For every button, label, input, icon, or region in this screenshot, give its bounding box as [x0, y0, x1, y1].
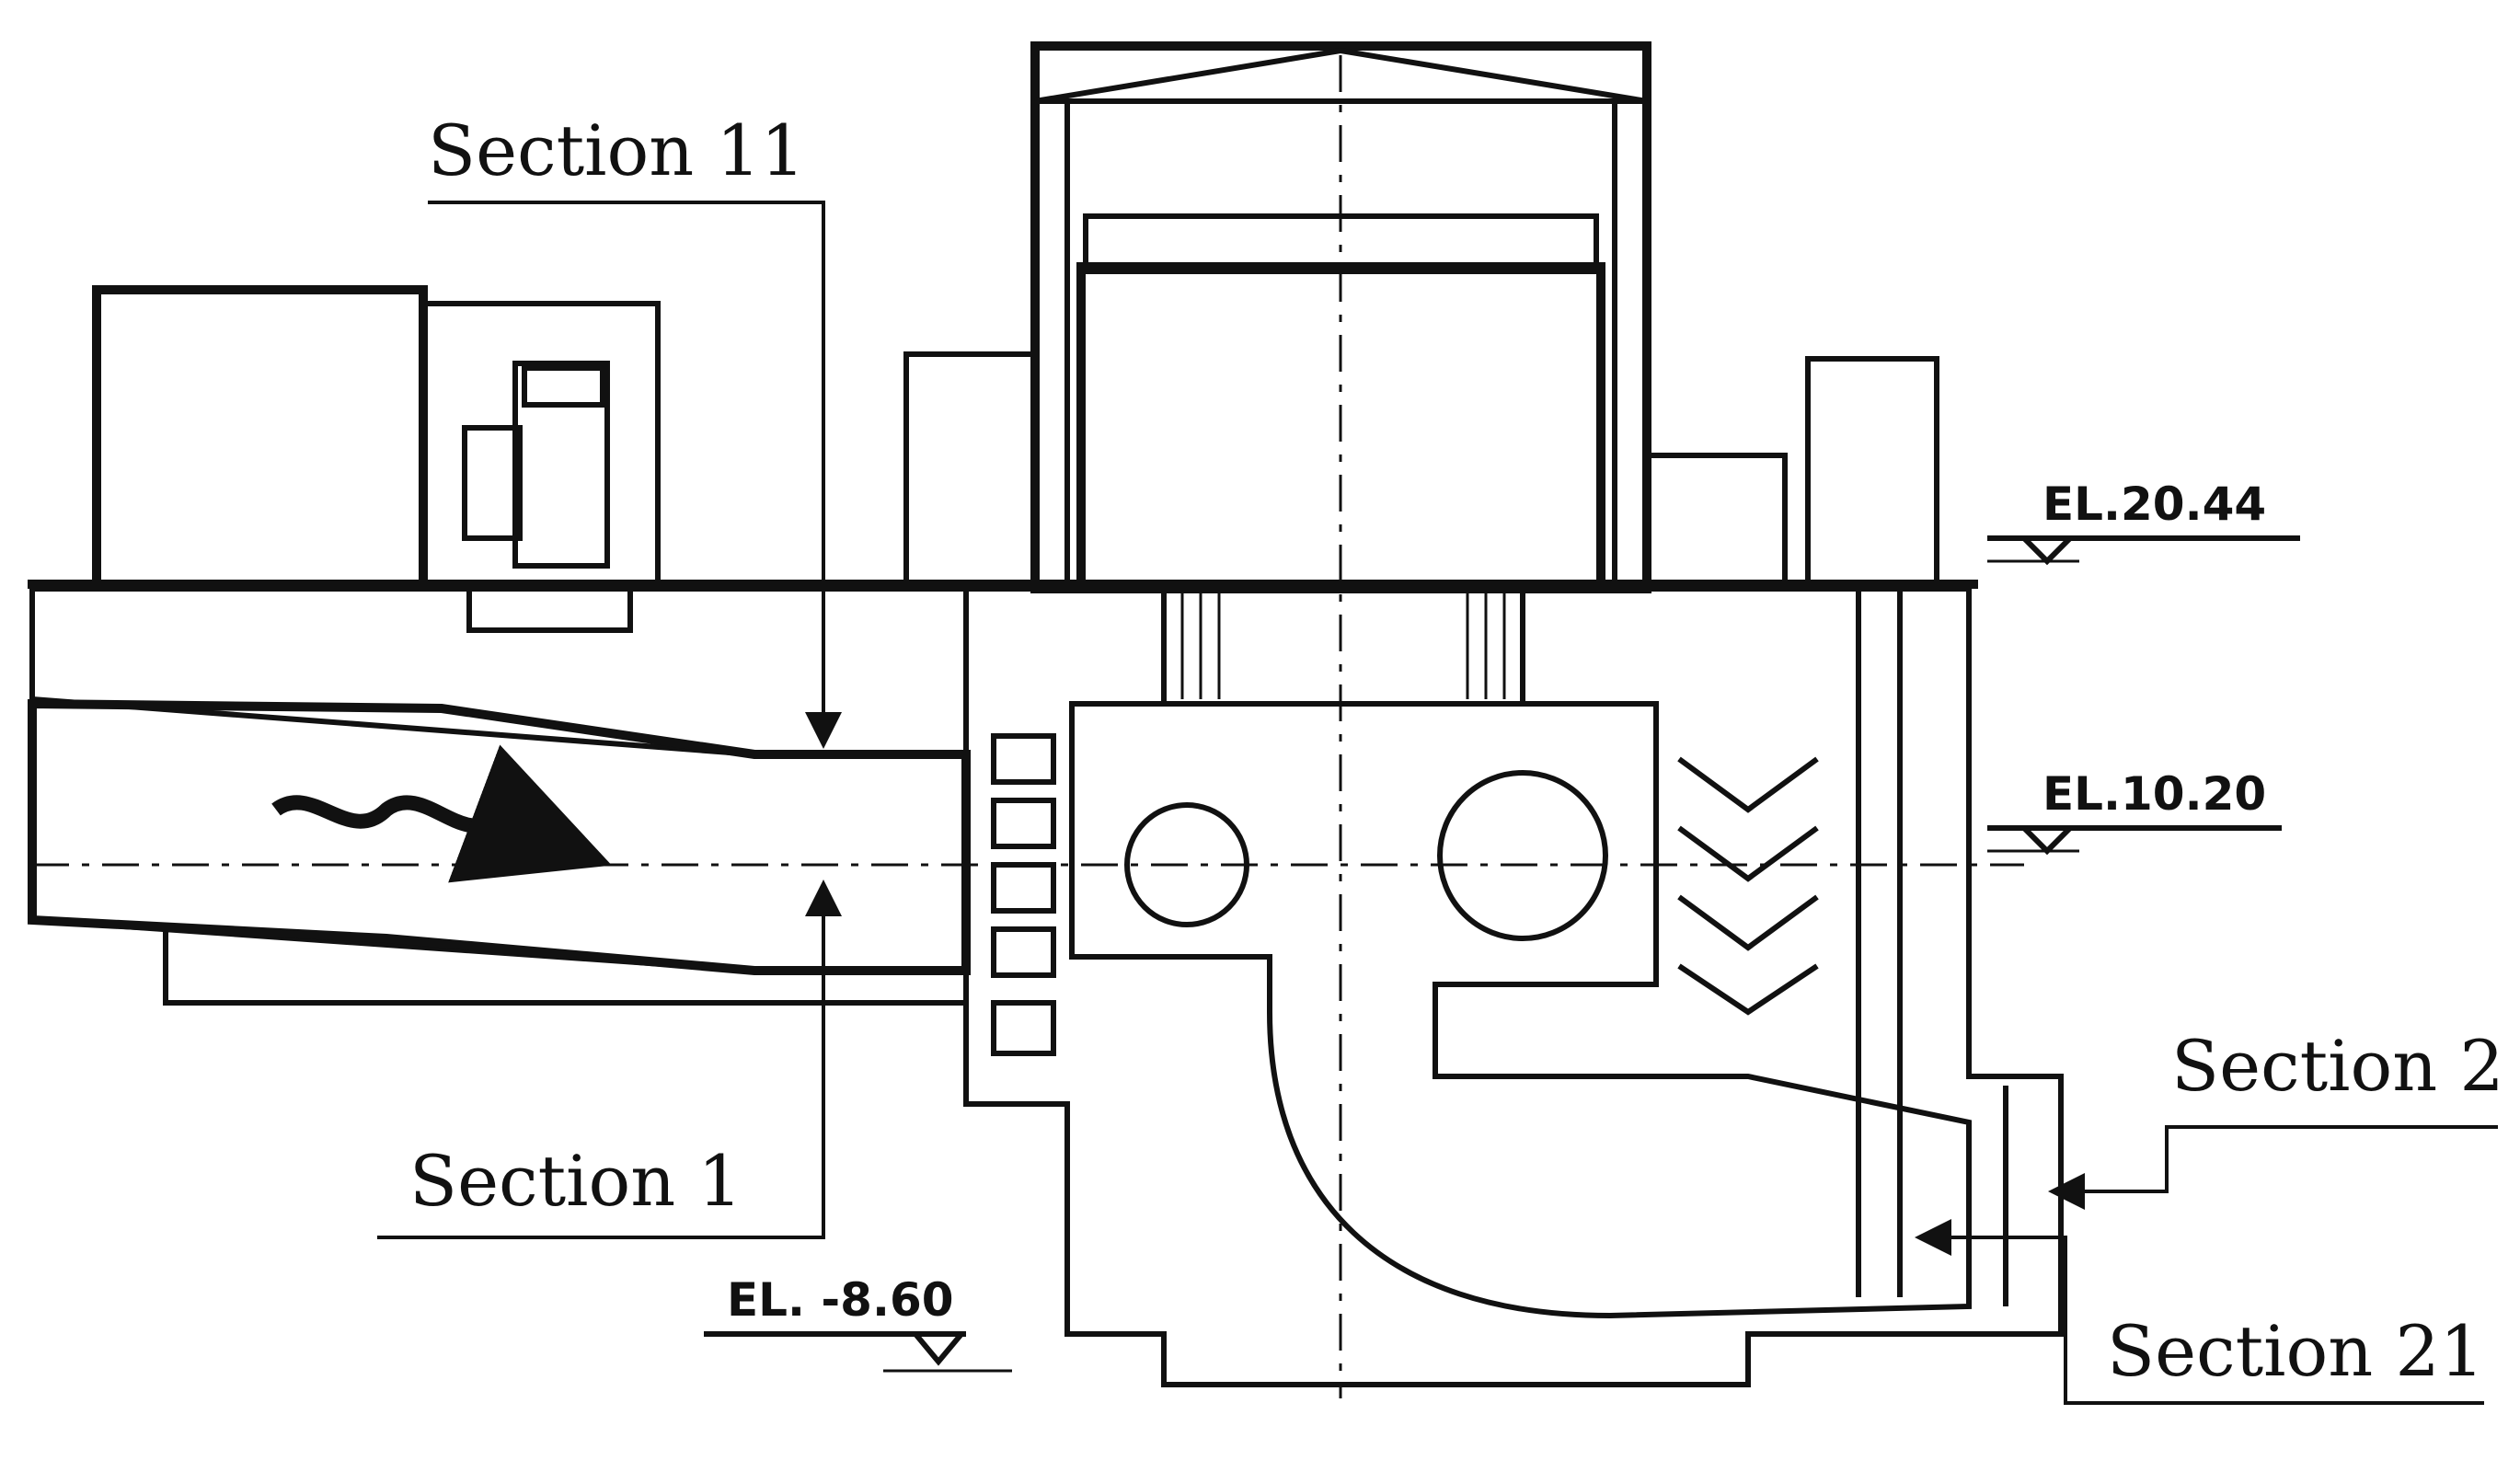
intake-pipe — [28, 698, 971, 975]
left-wall-blocks — [991, 733, 1056, 1056]
elevation-top: EL.20.44 — [1987, 477, 2300, 566]
motor-housing-ribs — [1180, 593, 1506, 699]
section-21-callout: Section 21 — [1915, 1219, 2484, 1405]
section-11-label: Section 11 — [428, 109, 805, 191]
elevation-middle-label: EL.10.20 — [2042, 767, 2266, 821]
section-2-label: Section 2 — [2171, 1025, 2504, 1107]
elevation-bottom: EL. -8.60 — [704, 1273, 1012, 1373]
elevation-bottom-label: EL. -8.60 — [727, 1273, 954, 1327]
right-tower — [1805, 356, 1939, 587]
flow-arrow — [271, 744, 612, 883]
pump-chamber — [1069, 701, 1972, 1319]
right-side-room — [1644, 453, 1788, 587]
section-1-callout: Section 1 — [377, 880, 842, 1239]
elevation-top-label: EL.20.44 — [2042, 477, 2266, 531]
left-building — [92, 285, 661, 589]
concrete-main-block — [963, 586, 2064, 1387]
concrete-upper-left — [29, 586, 969, 757]
gate-valves — [1677, 756, 1819, 1016]
section-1-label: Section 1 — [409, 1140, 742, 1222]
left-side-room — [903, 351, 1038, 587]
concrete-lower-left — [31, 917, 969, 1006]
pump-impeller-large — [1437, 770, 1608, 941]
elevation-middle: EL.10.20 — [1987, 767, 2282, 856]
section-11-callout: Section 11 — [428, 109, 842, 749]
section-21-label: Section 21 — [2107, 1310, 2484, 1392]
section-2-callout: Section 2 — [2048, 1025, 2504, 1210]
